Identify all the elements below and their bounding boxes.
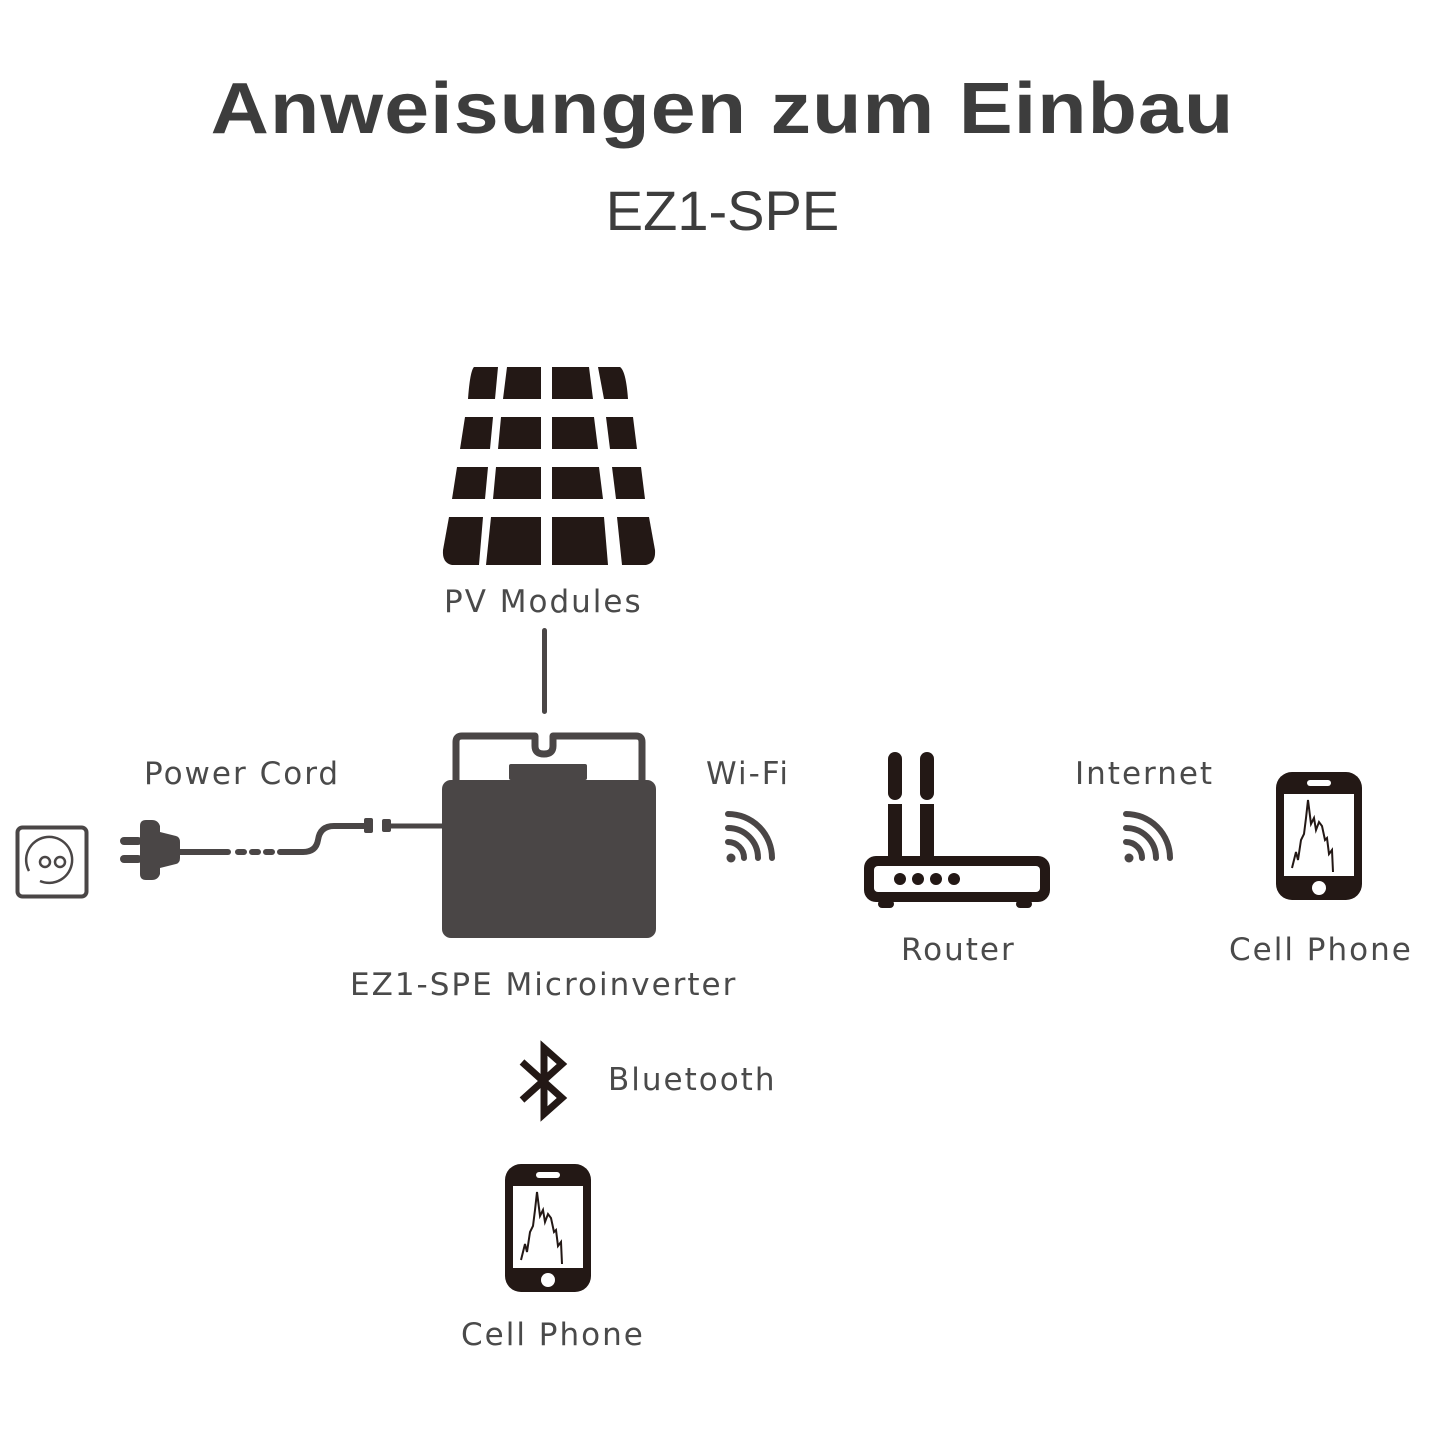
router-label: Router xyxy=(901,932,1016,968)
smartphone-icon-bluetooth xyxy=(505,1164,591,1292)
cell-phone-bluetooth-label: Cell Phone xyxy=(461,1317,645,1353)
router-icon xyxy=(864,752,1050,908)
wall-socket-icon xyxy=(15,825,89,899)
wifi-label: Wi-Fi xyxy=(706,756,790,792)
pv-connection-line xyxy=(542,628,547,714)
page-subtitle: EZ1-SPE xyxy=(605,179,840,242)
internet-label: Internet xyxy=(1075,756,1215,792)
wifi-icon-internet xyxy=(1123,811,1173,863)
cell-phone-internet-label: Cell Phone xyxy=(1229,932,1413,968)
page-title: Anweisungen zum Einbau xyxy=(210,69,1235,149)
microinverter-label: EZ1-SPE Microinverter xyxy=(350,967,738,1003)
smartphone-icon xyxy=(1276,772,1362,900)
plug-icon xyxy=(120,818,442,880)
pv-modules-label: PV Modules xyxy=(444,584,643,620)
power-cord-label: Power Cord xyxy=(144,756,341,792)
solar-panel-icon xyxy=(442,367,656,565)
microinverter-icon xyxy=(442,732,656,938)
wifi-icon xyxy=(725,811,775,863)
bluetooth-label: Bluetooth xyxy=(608,1062,777,1098)
bluetooth-icon xyxy=(519,1040,568,1122)
